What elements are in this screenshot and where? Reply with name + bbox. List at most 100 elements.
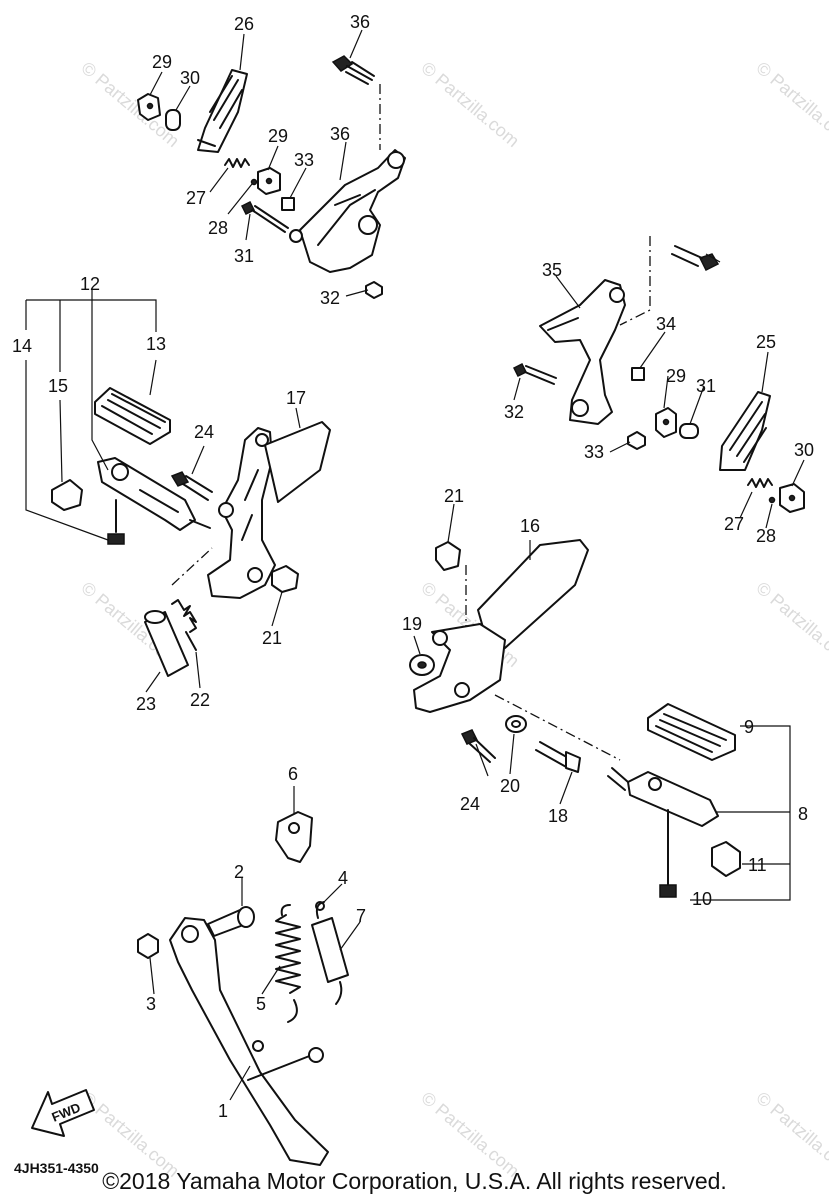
callout-7: 7 bbox=[356, 906, 366, 926]
callout-17: 17 bbox=[286, 388, 306, 408]
callout-35: 36 bbox=[330, 124, 350, 144]
part-collar-21-right bbox=[435, 541, 461, 571]
part-collar-21-left bbox=[271, 565, 299, 593]
part-rear-footrest-bracket-35 bbox=[299, 149, 406, 273]
callout-27-top: 27 bbox=[186, 188, 206, 208]
part-footrest-end-15 bbox=[51, 479, 83, 511]
callout-18: 18 bbox=[548, 806, 568, 826]
callout-21-right: 21 bbox=[444, 486, 464, 506]
part-collar-19 bbox=[409, 654, 435, 676]
part-footrest-12 bbox=[97, 457, 211, 531]
part-damper-33-top bbox=[281, 197, 295, 211]
part-bolt-10 bbox=[659, 809, 677, 898]
callout-24-right: 24 bbox=[460, 794, 480, 814]
part-bolt-24-left bbox=[170, 471, 213, 501]
fwd-arrow-icon: FWD bbox=[31, 1089, 95, 1137]
callout-32-top: 32 bbox=[320, 288, 340, 308]
callout-36-top: 36 bbox=[350, 12, 370, 32]
callout-5: 5 bbox=[256, 994, 266, 1014]
part-footrest-rubber-13 bbox=[94, 387, 171, 445]
part-bracket-16 bbox=[413, 539, 589, 713]
callout-32-right: 33 bbox=[584, 442, 604, 462]
centerline bbox=[494, 694, 621, 761]
part-plate-29-top-b bbox=[257, 167, 281, 195]
part-pin-30-right bbox=[679, 423, 699, 439]
part-rear-footpeg-26 bbox=[197, 69, 248, 153]
part-bolt-14 bbox=[107, 499, 125, 545]
part-spring-4-7 bbox=[311, 901, 349, 1005]
callout-4: 4 bbox=[338, 868, 348, 888]
part-bolt-36-right bbox=[671, 245, 720, 272]
callout-29-right-a: 29 bbox=[666, 366, 686, 386]
part-footrest-8 bbox=[607, 767, 719, 827]
callout-9: 9 bbox=[744, 717, 754, 737]
callout-20: 20 bbox=[500, 776, 520, 796]
watermark: © Partzilla.com bbox=[752, 58, 829, 151]
part-plate-29-top-a bbox=[137, 93, 161, 121]
part-spring-22 bbox=[171, 599, 197, 651]
callout-1: 1 bbox=[218, 1101, 228, 1121]
callout-29-top-a: 29 bbox=[152, 52, 172, 72]
part-sidestand-1 bbox=[169, 917, 329, 1166]
part-nut-32-right bbox=[627, 431, 646, 450]
part-bolt-31-top bbox=[240, 200, 303, 243]
callout-24-left: 24 bbox=[194, 422, 214, 442]
centerline bbox=[171, 547, 213, 586]
callout-8: 8 bbox=[798, 804, 808, 824]
callout-25: 25 bbox=[756, 332, 776, 352]
part-bracket-17 bbox=[207, 421, 331, 599]
callout-14: 14 bbox=[12, 336, 32, 356]
callout-29-top-b: 29 bbox=[268, 126, 288, 146]
part-rear-footrest-bracket-34 bbox=[539, 279, 626, 425]
callout-29-right-b: 30 bbox=[794, 440, 814, 460]
part-spring-27-top bbox=[224, 158, 250, 168]
part-damper-33-right bbox=[631, 367, 645, 381]
part-bolt-31-right bbox=[512, 362, 557, 385]
part-sidestand-bracket-6 bbox=[275, 811, 313, 863]
callout-2: 2 bbox=[234, 862, 244, 882]
diagram-code: 4JH351-4350 bbox=[14, 1160, 99, 1176]
part-ball-28-top bbox=[250, 178, 258, 186]
part-rear-footpeg-25 bbox=[719, 391, 771, 471]
part-spring-5 bbox=[275, 904, 301, 1023]
part-bolt-24-right bbox=[460, 729, 496, 763]
callout-10: 10 bbox=[692, 889, 712, 909]
callout-21-left: 21 bbox=[262, 628, 282, 648]
callout-34: 35 bbox=[542, 260, 562, 280]
part-nut-32-top bbox=[365, 281, 383, 299]
callout-27-right: 27 bbox=[724, 514, 744, 534]
callout-13: 13 bbox=[146, 334, 166, 354]
part-spring-27-right bbox=[747, 478, 773, 488]
callout-15: 15 bbox=[48, 376, 68, 396]
part-footrest-rubber-9 bbox=[647, 703, 736, 761]
callout-28-right: 28 bbox=[756, 526, 776, 546]
part-bolt-36-top bbox=[331, 55, 375, 85]
copyright-notice: ©2018 Yamaha Motor Corporation, U.S.A. A… bbox=[102, 1168, 727, 1194]
part-ball-28-right bbox=[768, 496, 776, 504]
part-plate-29-right-b bbox=[779, 483, 805, 513]
callout-16: 16 bbox=[520, 516, 540, 536]
part-plate-29-right-a bbox=[655, 407, 677, 438]
callout-19: 19 bbox=[402, 614, 422, 634]
watermark: © Partzilla.com bbox=[752, 578, 829, 671]
part-collar-23 bbox=[144, 610, 189, 677]
callout-12: 12 bbox=[80, 274, 100, 294]
part-washer-20 bbox=[505, 715, 527, 733]
callout-28-top: 28 bbox=[208, 218, 228, 238]
callout-30-top: 30 bbox=[180, 68, 200, 88]
callout-labels: 1 2 3 4 5 6 7 8 9 10 11 12 13 14 15 16 1… bbox=[12, 12, 814, 1121]
watermark: © Partzilla.com bbox=[417, 58, 523, 151]
part-nut-3 bbox=[137, 933, 159, 959]
callout-30-right: 31 bbox=[696, 376, 716, 396]
callout-23: 23 bbox=[136, 694, 156, 714]
leader-lines bbox=[25, 29, 805, 1101]
callout-31-right: 32 bbox=[504, 402, 524, 422]
callout-11: 11 bbox=[748, 855, 767, 875]
callout-6: 6 bbox=[288, 764, 298, 784]
callout-33-right: 34 bbox=[656, 314, 676, 334]
callout-31-top: 31 bbox=[234, 246, 254, 266]
callout-33-top: 33 bbox=[294, 150, 314, 170]
part-bolt-2 bbox=[207, 906, 255, 937]
callout-26: 26 bbox=[234, 14, 254, 34]
